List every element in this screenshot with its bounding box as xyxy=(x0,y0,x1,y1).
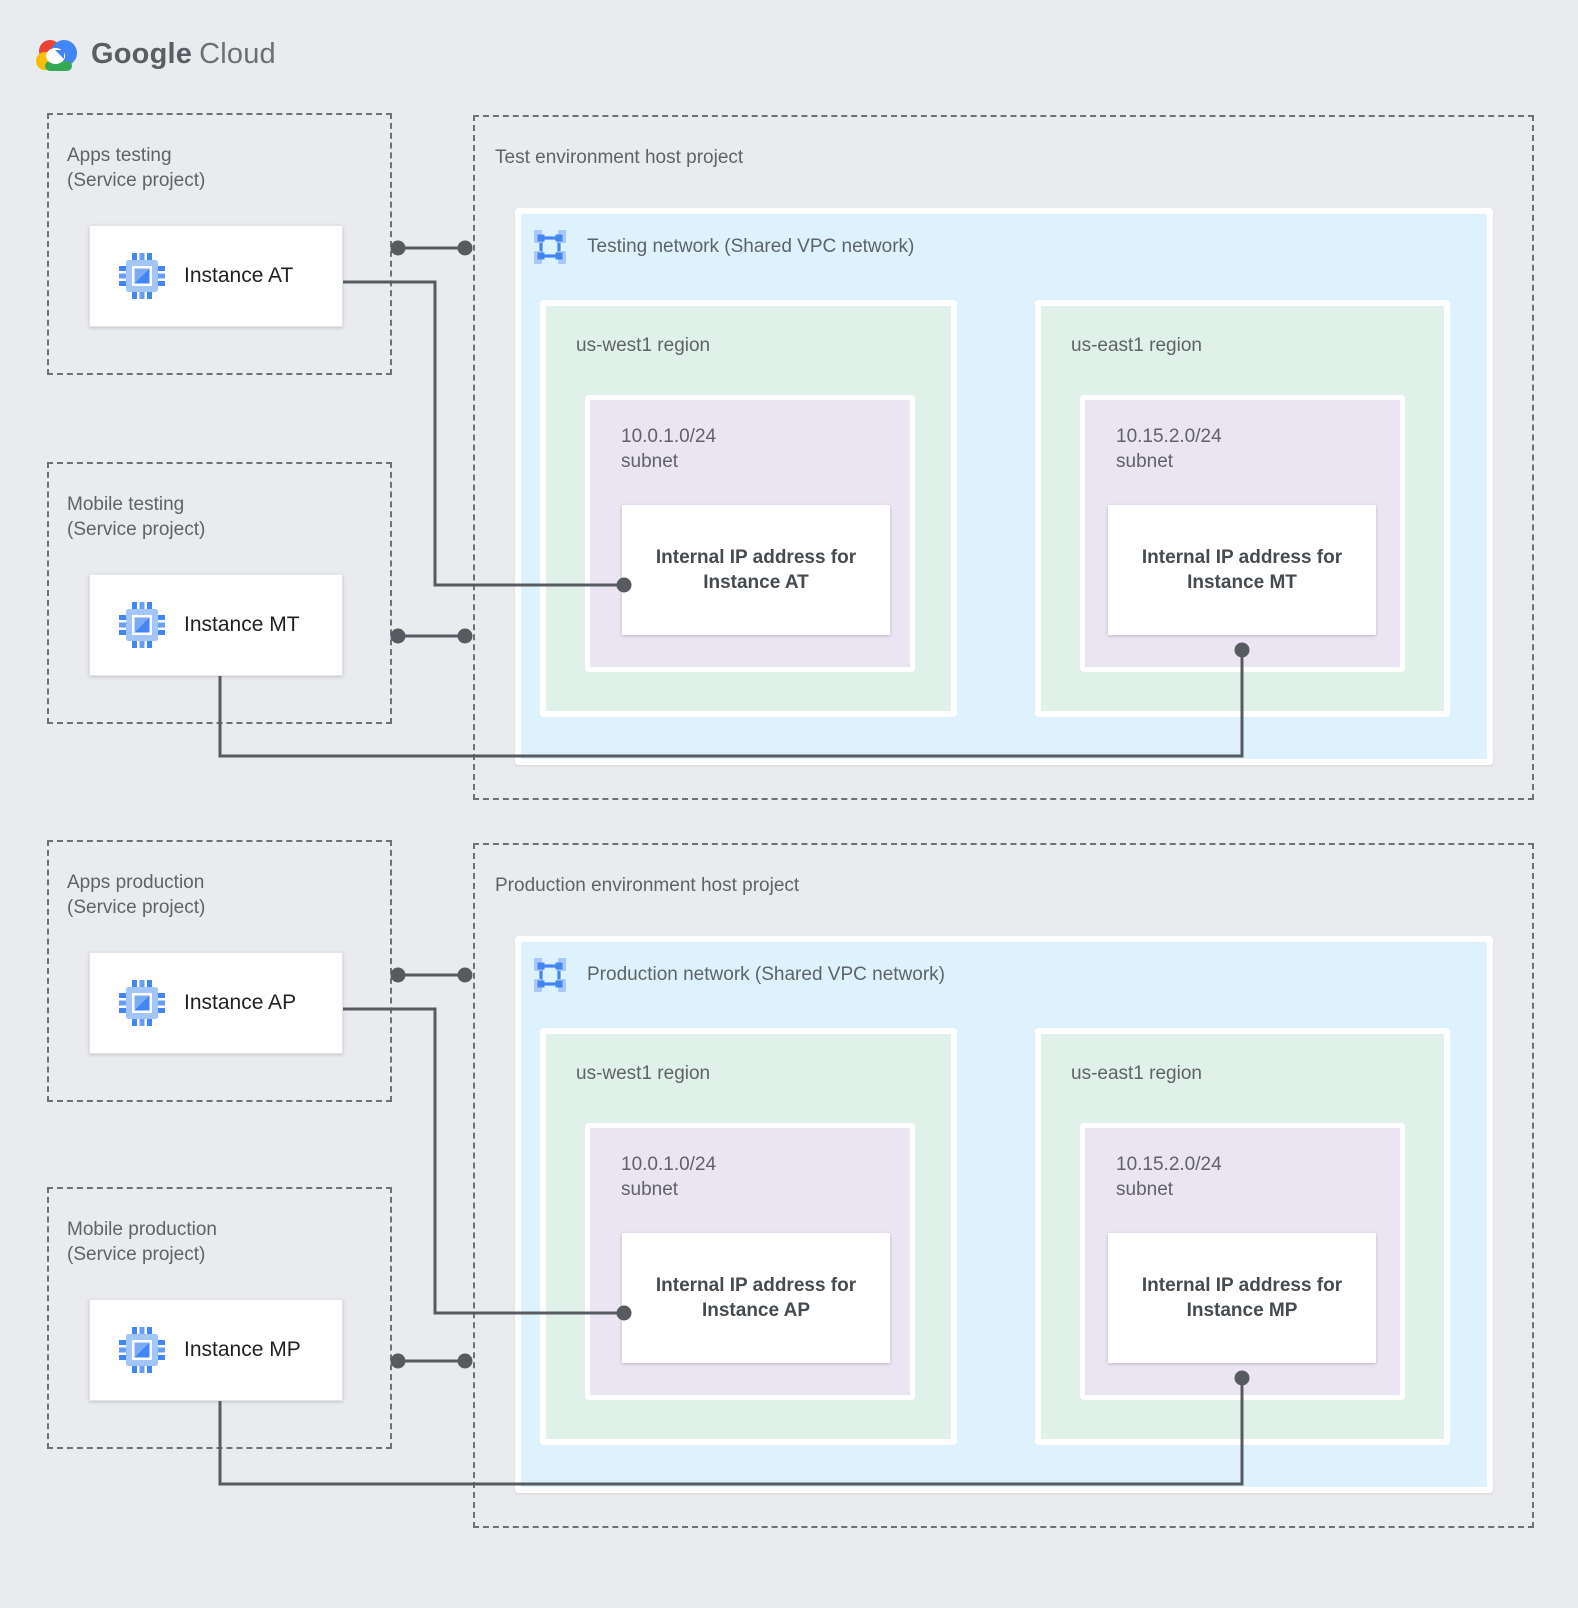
test-west-subnet-label: 10.0.1.0/24 subnet xyxy=(621,424,716,474)
instance-mp-label: Instance MP xyxy=(184,1338,301,1361)
subnet-word: subnet xyxy=(1116,1179,1174,1201)
project-qualifier: (Service project) xyxy=(67,170,206,192)
project-name: Apps production xyxy=(67,872,205,893)
prod-west-subnet-label: 10.0.1.0/24 subnet xyxy=(621,1152,716,1202)
service-project-apps-testing-label: Apps testing (Service project) xyxy=(67,143,205,193)
project-name: Mobile testing xyxy=(67,494,185,515)
project-qualifier: (Service project) xyxy=(67,897,206,919)
test-host-project-title: Test environment host project xyxy=(495,147,744,168)
project-qualifier: (Service project) xyxy=(67,519,206,541)
logo-google-text: Google xyxy=(91,37,193,70)
instance-mp-card: Instance MP xyxy=(89,1299,343,1401)
ip-line2: Instance AP xyxy=(701,1300,811,1321)
project-name: Apps testing xyxy=(67,145,172,166)
vpc-network-icon xyxy=(531,228,569,266)
subnet-word: subnet xyxy=(1116,451,1174,473)
ip-line2: Instance MP xyxy=(1186,1300,1298,1321)
compute-instance-icon xyxy=(116,250,168,302)
ip-line1: Internal IP address for xyxy=(1141,546,1343,568)
google-cloud-logo-icon xyxy=(33,34,81,74)
subnet-cidr: 10.15.2.0/24 xyxy=(1116,1154,1222,1175)
test-us-east1-region-label: us-east1 region xyxy=(1071,335,1202,356)
compute-instance-icon xyxy=(116,1324,168,1376)
service-project-apps-production-label: Apps production (Service project) xyxy=(67,870,205,920)
compute-instance-icon xyxy=(116,599,168,651)
service-project-mobile-production-label: Mobile production (Service project) xyxy=(67,1217,217,1267)
subnet-word: subnet xyxy=(621,1179,679,1201)
subnet-word: subnet xyxy=(621,451,679,473)
project-name: Mobile production xyxy=(67,1219,217,1240)
subnet-cidr: 10.0.1.0/24 xyxy=(621,426,717,447)
ip-line2: Instance MT xyxy=(1187,572,1297,593)
production-network-header: Production network (Shared VPC network) xyxy=(531,956,945,994)
service-project-mobile-testing-label: Mobile testing (Service project) xyxy=(67,492,205,542)
production-network-label: Production network (Shared VPC network) xyxy=(587,964,945,986)
compute-instance-icon xyxy=(116,977,168,1029)
project-qualifier: (Service project) xyxy=(67,1244,206,1266)
testing-network-label: Testing network (Shared VPC network) xyxy=(587,236,915,258)
instance-mt-label: Instance MT xyxy=(184,613,300,636)
subnet-cidr: 10.0.1.0/24 xyxy=(621,1154,717,1175)
production-host-project-title: Production environment host project xyxy=(495,875,800,896)
instance-at-card: Instance AT xyxy=(89,225,343,327)
ip-line1: Internal IP address for xyxy=(1141,1274,1343,1296)
ip-line2: Instance AT xyxy=(703,572,809,593)
ip-line1: Internal IP address for xyxy=(655,1274,857,1296)
ip-line1: Internal IP address for xyxy=(655,546,857,568)
vpc-network-icon xyxy=(531,956,569,994)
logo-cloud-text: Cloud xyxy=(199,37,276,70)
instance-ap-card: Instance AP xyxy=(89,952,343,1054)
prod-us-west1-region-label: us-west1 region xyxy=(576,1063,711,1084)
instance-at-label: Instance AT xyxy=(184,264,294,287)
testing-network-header: Testing network (Shared VPC network) xyxy=(531,228,914,266)
instance-ap-label: Instance AP xyxy=(184,991,297,1014)
prod-us-east1-region-label: us-east1 region xyxy=(1071,1063,1202,1084)
subnet-cidr: 10.15.2.0/24 xyxy=(1116,426,1222,447)
test-east-subnet-label: 10.15.2.0/24 subnet xyxy=(1116,424,1222,474)
prod-east-subnet-label: 10.15.2.0/24 subnet xyxy=(1116,1152,1222,1202)
test-us-west1-region-label: us-west1 region xyxy=(576,335,711,356)
instance-mt-card: Instance MT xyxy=(89,574,343,676)
